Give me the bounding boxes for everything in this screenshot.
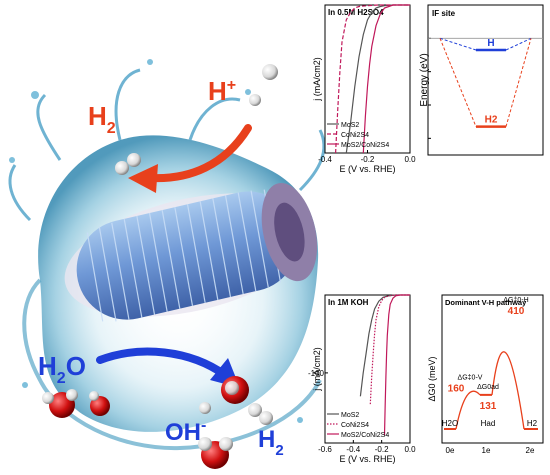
y-axis-label: j (mA/cm2) <box>312 347 322 392</box>
h2o-label: H2O <box>38 351 86 387</box>
legend-label-1: CoNi2S4 <box>341 422 369 429</box>
hplus-label: H+ <box>208 76 236 106</box>
nanotube <box>64 182 318 322</box>
h2-molecule-top <box>115 153 141 175</box>
connector-right-0 <box>505 37 532 51</box>
chart-svg-0: In 0.5M H2SO4 -0.4 -0.2 0.0 E (V vs. RHE) j (… <box>312 4 416 174</box>
bottom-arrow <box>96 347 229 379</box>
value-label-131: 131 <box>480 401 497 412</box>
x-tick-label: 2e <box>526 446 535 455</box>
series-line-1 <box>369 294 410 405</box>
top-arrow <box>146 124 252 183</box>
x-axis-label: E (V vs. RHE) <box>339 164 395 174</box>
chart-koh-lsv: In 1M KOH -0.6 -0.4 -0.2 0.0 -100 E (V vs. RHE… <box>308 294 416 465</box>
state-label-h2o: H2O <box>442 419 458 428</box>
h2-molecule-bottom <box>248 403 273 425</box>
x-tick-label: 0.0 <box>404 155 416 164</box>
state-label-had: Had <box>481 419 496 428</box>
h-atom-1 <box>262 64 278 80</box>
legend-label-1: CoNi2S4 <box>341 132 369 139</box>
series-line-0 <box>359 294 410 397</box>
plot-frame <box>324 4 411 154</box>
h-atom-2 <box>249 94 261 106</box>
legend-label-0: MoS2 <box>341 412 359 419</box>
barrier-curve-1 <box>455 390 481 430</box>
x-tick-label: 0.0 <box>404 445 416 454</box>
y-axis-label: j (mA/cm2) <box>312 57 322 102</box>
state-label-dgh: ΔG‡0-H <box>503 297 528 304</box>
water-molecule-2 <box>89 391 110 416</box>
y-axis-label: ΔG0 (meV) <box>427 356 437 401</box>
chart-hplus-lsv: In 0.5M H2SO4 -0.4 -0.2 0.0 E (V vs. RHE) j (… <box>312 4 416 175</box>
barrier-curve-2 <box>491 351 525 430</box>
x-tick-label: 0e <box>446 446 455 455</box>
state-label-dgad: ΔG0ad <box>477 384 499 391</box>
x-tick-label: -0.4 <box>318 155 332 164</box>
legend-label-0: MoS2 <box>341 122 359 129</box>
connector-left-1 <box>439 38 477 127</box>
plot-frame <box>427 4 544 156</box>
series-line-2 <box>362 4 410 154</box>
value-label-410: 410 <box>508 306 525 317</box>
top-arrowhead <box>128 164 158 193</box>
h2-bottom-label: H2 <box>258 426 284 459</box>
chart-svg-2: In 1M KOH -0.6 -0.4 -0.2 0.0 -100 E (V vs. RHE… <box>308 294 416 464</box>
chart-title: In 1M KOH <box>328 298 369 307</box>
oh-label: OH- <box>165 417 206 446</box>
plot-frame <box>324 294 411 444</box>
h-atom-3 <box>199 402 211 414</box>
state-label-h2: H2 <box>527 419 538 428</box>
chart-title: Dominant V-H pathway <box>445 298 527 307</box>
h2-top-label: H2 <box>88 101 116 137</box>
series-line-2 <box>383 294 410 436</box>
legend-label-2: MoS2/CoNi2S4 <box>341 432 389 439</box>
water-molecule-1 <box>42 389 78 418</box>
x-tick-label: -0.2 <box>361 155 375 164</box>
chart-title: IF site <box>432 9 456 18</box>
legend-label-2: MoS2/CoNi2S4 <box>341 142 389 149</box>
x-tick-label: -0.4 <box>346 445 360 454</box>
x-tick-label: 1e <box>482 446 491 455</box>
chart-title: In 0.5M H2SO4 <box>328 8 384 17</box>
x-tick-label: -0.6 <box>318 445 332 454</box>
y-tick-label: -100 <box>308 369 325 378</box>
y-axis-label: Energy (eV) <box>419 53 430 106</box>
x-axis-label: E (V vs. RHE) <box>339 454 395 464</box>
hydroxide-molecule-1 <box>221 376 249 404</box>
connector-right-1 <box>505 38 532 127</box>
value-label-160: 160 <box>448 383 465 394</box>
x-tick-label: -0.2 <box>375 445 389 454</box>
connector-left-0 <box>439 37 477 51</box>
level-label-1: H2 <box>485 115 498 126</box>
series-line-1 <box>335 4 410 154</box>
water-molecule-3 <box>198 437 233 469</box>
state-label-dgv: ΔG‡0-V <box>458 374 483 381</box>
level-label-0: H <box>487 38 494 49</box>
series-line-0 <box>345 4 410 154</box>
